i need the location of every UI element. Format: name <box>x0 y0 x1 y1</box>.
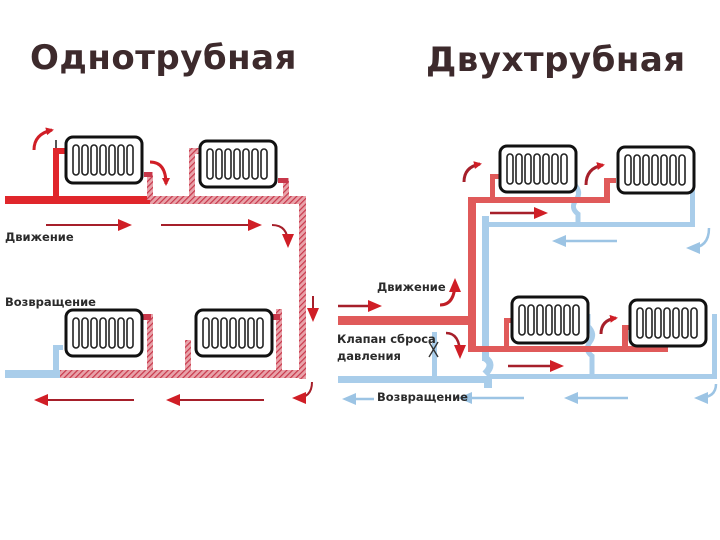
radiator-3 <box>64 308 144 358</box>
radiator-1 <box>64 135 144 185</box>
flow-arrow-icon <box>149 160 170 186</box>
label-valve-line1: Клапан сброса <box>337 332 436 346</box>
title-two-pipe: Двухтрубная <box>426 40 686 80</box>
radiator-5 <box>498 144 578 194</box>
flow-arrow-icon <box>292 381 313 404</box>
label-supply-right: Движение <box>377 280 446 294</box>
flow-arrow-icon <box>599 314 618 335</box>
return-riser-pipe <box>482 216 489 361</box>
flow-arrow-icon <box>32 127 54 151</box>
flow-arrow-icon <box>445 331 466 359</box>
supply-main-pipe-right <box>338 316 475 325</box>
label-supply-left: Движение <box>5 230 74 244</box>
radiator-8 <box>628 298 708 348</box>
title-single-pipe: Однотрубная <box>30 38 297 78</box>
flow-arrow-icon <box>462 161 482 183</box>
flow-arrow-icon <box>694 383 718 404</box>
flow-arrow-icon <box>271 224 294 248</box>
label-return-right: Возвращение <box>377 390 468 404</box>
label-valve-line2: давления <box>337 349 401 363</box>
hatched-pipe-bottom <box>60 370 306 378</box>
radiator-7 <box>510 295 590 345</box>
return-main-pipe <box>338 376 488 383</box>
riser-pipe <box>53 148 59 200</box>
two-pipe-diagram: Движение Клапан сброса давления Возвраще… <box>337 144 718 405</box>
hatched-pipe-vertical <box>299 196 306 379</box>
radiator-6 <box>616 145 696 195</box>
pressure-relief-valve-icon <box>428 341 439 358</box>
single-pipe-diagram: Движение Возвращение <box>5 127 319 406</box>
flow-arrow-icon <box>439 278 461 307</box>
radiator-2 <box>198 139 278 189</box>
supply-main-pipe <box>5 196 150 204</box>
label-return-left: Возвращение <box>5 295 96 309</box>
return-pipe <box>5 370 60 378</box>
flow-arrow-icon <box>584 162 605 186</box>
hatched-pipe-top <box>150 196 305 204</box>
radiator-4 <box>194 308 274 358</box>
flow-arrow-icon <box>686 227 711 254</box>
supply-riser-pipe <box>468 197 476 352</box>
